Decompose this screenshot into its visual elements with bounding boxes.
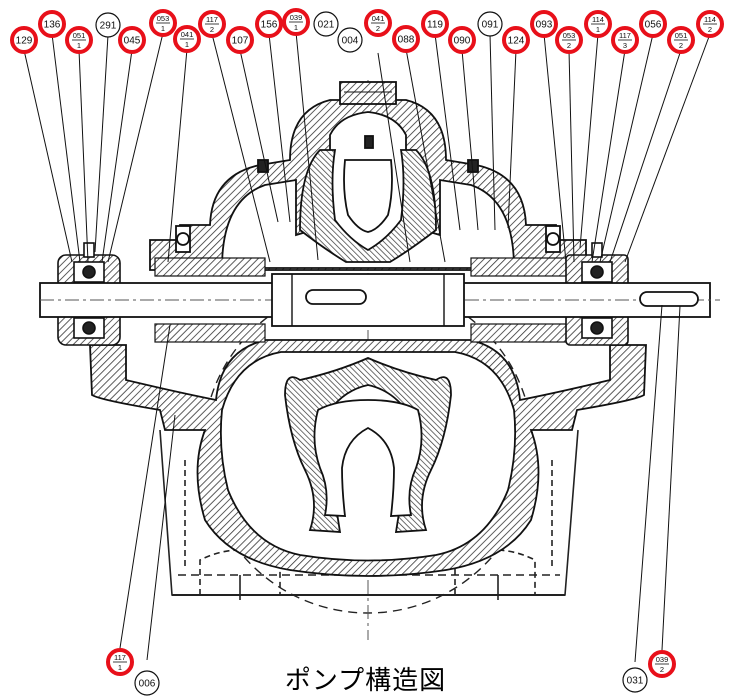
callout-031: 031 [622,667,648,693]
gland-packing [154,257,582,343]
callout-091: 091 [477,11,503,37]
callout-denominator: 1 [185,40,189,49]
callout-circle [448,26,476,54]
callout-numerator: 041 [372,14,385,23]
callout-088: 088 [392,25,420,53]
callout-numerator: 041 [181,30,194,39]
callout-denominator: 1 [77,41,81,50]
callout-denominator: 3 [623,41,627,50]
shaft [39,273,720,327]
leader-lines [23,31,711,663]
callout-denominator: 2 [376,24,380,33]
callout-text: 093 [536,20,553,31]
callout-numerator: 053 [563,31,576,40]
callout-circle [502,26,530,54]
diagram-caption: ポンプ構造図 [284,666,447,696]
callout-denominator: 1 [294,23,298,32]
callout-numerator: 117 [619,31,631,40]
callout-291: 291 [95,12,121,38]
upper-casing [149,81,587,271]
callout-text: 056 [645,20,662,31]
callout-119: 119 [421,10,449,38]
callout-circle [118,26,146,54]
callout-numerator: 051 [675,31,688,40]
callout-093: 093 [530,10,558,38]
callout-text: 090 [454,36,471,47]
callout-circle [255,10,283,38]
callout-numerator: 114 [704,15,716,24]
callout-denominator: 1 [596,25,600,34]
callout-circle [337,27,363,53]
callout-text: 088 [398,35,415,46]
callout-text: 119 [427,20,443,31]
callout-circle [477,11,503,37]
callout-circle [134,670,160,696]
callout-text: 091 [482,20,499,31]
callout-numerator: 051 [73,31,86,40]
callout-124: 124 [502,26,530,54]
callout-numerator: 039 [290,13,303,22]
callout-circle [530,10,558,38]
callout-circle [38,10,66,38]
callout-denominator: 1 [118,663,122,672]
callout-circle [421,10,449,38]
callout-denominator: 2 [567,41,571,50]
callout-numerator: 117 [114,653,126,662]
callout-numerator: 117 [206,15,218,24]
callout-129: 129 [10,26,38,54]
lower-casing [89,339,647,577]
callout-text: 124 [508,36,525,47]
callout-numerator: 053 [157,14,170,23]
callout-denominator: 2 [679,41,683,50]
callout-090: 090 [448,26,476,54]
callout-denominator: 2 [660,665,664,674]
callout-056: 056 [639,10,667,38]
callout-text: 021 [318,20,335,31]
callout-045: 045 [118,26,146,54]
callout-text: 129 [16,36,33,47]
callout-circle [622,667,648,693]
callout-text: 004 [342,36,359,47]
callout-107: 107 [226,26,254,54]
callout-denominator: 2 [708,25,712,34]
callout-006: 006 [134,670,160,696]
callout-circle [95,12,121,38]
callout-text: 291 [100,21,117,32]
callout-136: 136 [38,10,66,38]
callout-text: 031 [627,676,644,687]
callout-denominator: 2 [210,25,214,34]
callout-text: 136 [44,20,61,31]
callout-004: 004 [337,27,363,53]
callout-numerator: 114 [592,15,604,24]
callout-denominator: 1 [161,24,165,33]
callout-circle [639,10,667,38]
callout-circle [226,26,254,54]
callout-021: 021 [313,11,339,37]
callout-text: 045 [124,36,141,47]
callout-156: 156 [255,10,283,38]
callout-text: 107 [232,36,249,47]
callout-circle [313,11,339,37]
callout-text: 006 [139,679,156,690]
callout-text: 156 [261,20,278,31]
callout-numerator: 039 [656,655,669,664]
callout-circle [10,26,38,54]
callout-circle [392,25,420,53]
